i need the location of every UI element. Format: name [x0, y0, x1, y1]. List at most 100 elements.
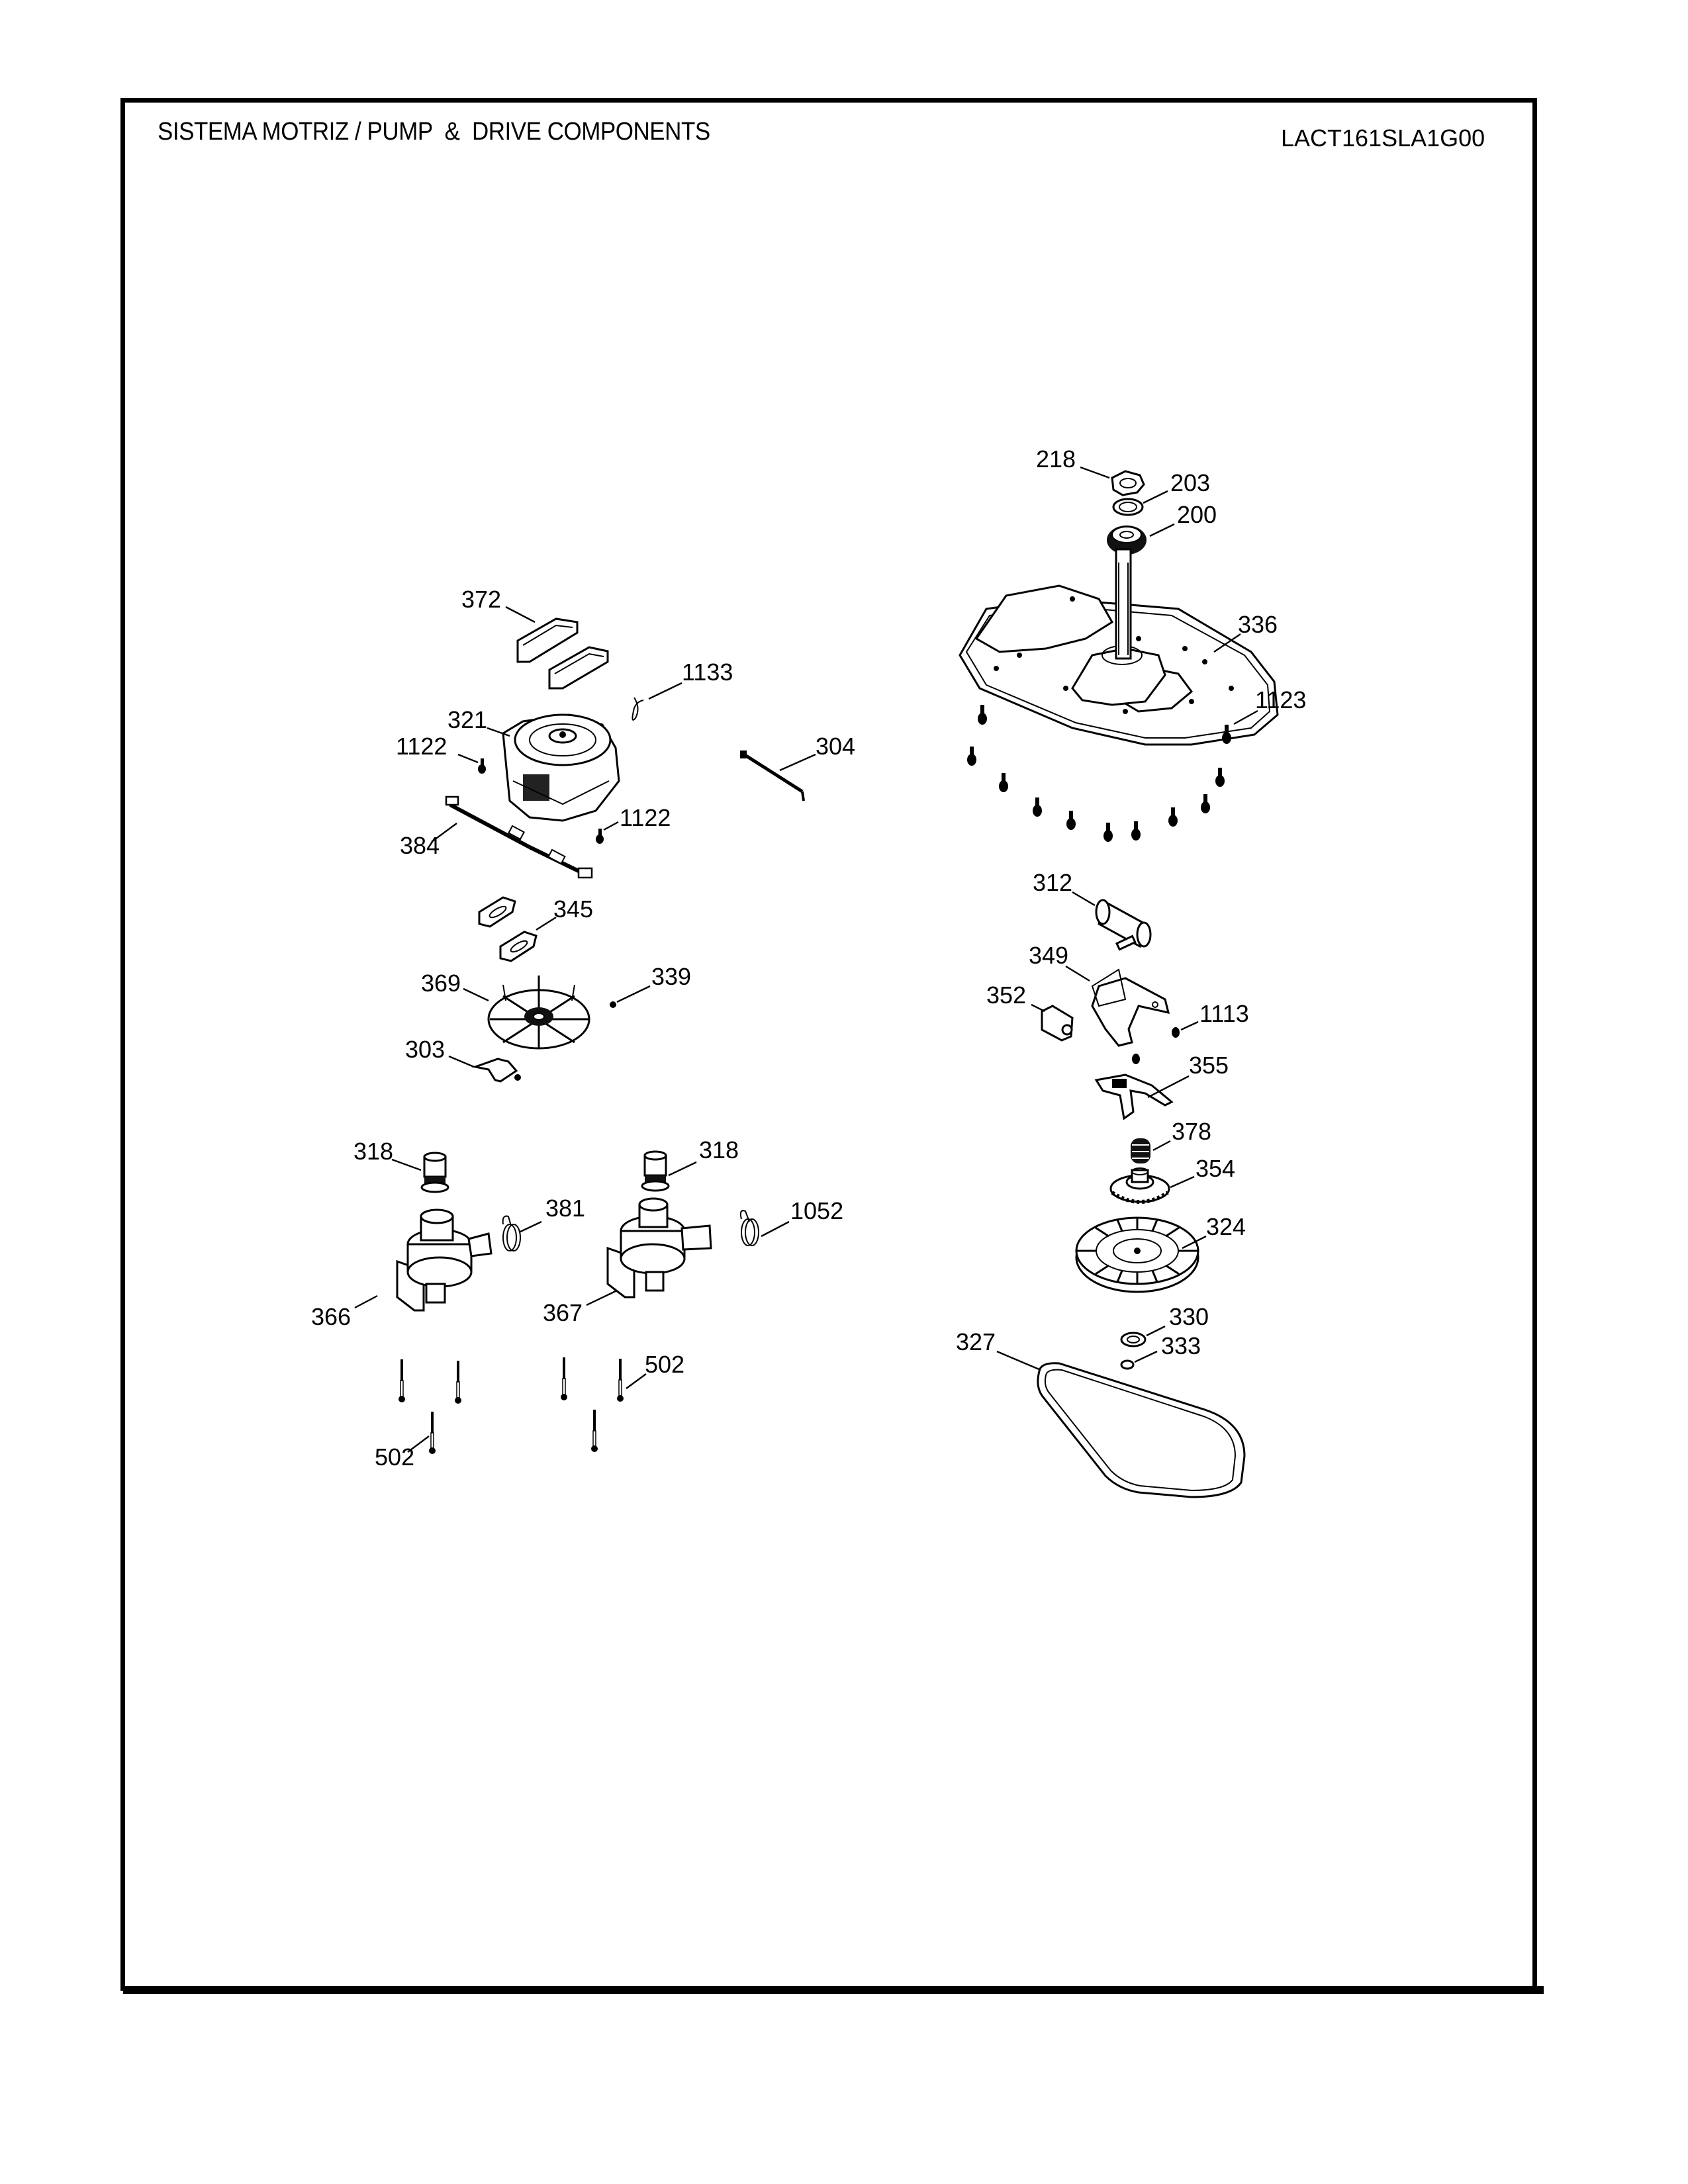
page-title: SISTEMA MOTRIZ / PUMP & DRIVE COMPONENTS	[158, 118, 710, 146]
hex-nut-icon[interactable]	[1111, 470, 1145, 496]
callout-1133[interactable]: 1133	[682, 659, 733, 686]
screw-icon[interactable]	[1132, 1027, 1180, 1064]
model-number: LACT161SLA1G00	[1281, 124, 1485, 152]
leader-303	[448, 1055, 475, 1068]
leader-1122a	[457, 753, 479, 764]
drain-pump-icon[interactable]	[396, 1208, 492, 1312]
callout-318-right[interactable]: 318	[699, 1136, 739, 1163]
leader-327	[996, 1350, 1041, 1371]
callout-354[interactable]: 354	[1196, 1155, 1235, 1182]
motor-mount-icon[interactable]	[516, 617, 609, 690]
callout-327[interactable]: 327	[956, 1328, 996, 1355]
leader-349	[1065, 965, 1090, 982]
callout-330[interactable]: 330	[1169, 1303, 1209, 1330]
bracket-icon[interactable]	[471, 1058, 521, 1083]
callout-1113[interactable]: 1113	[1199, 1000, 1249, 1027]
callout-352[interactable]: 352	[986, 981, 1026, 1009]
brake-lever-icon[interactable]	[1091, 968, 1170, 1047]
callout-321[interactable]: 321	[447, 706, 487, 733]
screw-icon[interactable]	[478, 758, 486, 774]
wire-harness-icon[interactable]	[445, 796, 593, 879]
callout-336[interactable]: 336	[1238, 611, 1278, 638]
callout-502-right[interactable]: 502	[645, 1351, 684, 1378]
callout-1052[interactable]: 1052	[790, 1197, 843, 1224]
screw-icon	[1033, 797, 1042, 817]
pump-filter-icon[interactable]	[641, 1150, 670, 1192]
leader-203	[1143, 490, 1168, 504]
callout-218[interactable]: 218	[1036, 445, 1076, 473]
pulley-icon[interactable]	[1075, 1216, 1199, 1293]
leader-502a	[626, 1373, 647, 1389]
drain-pump-icon[interactable]	[606, 1197, 712, 1298]
hose-clamp-icon[interactable]	[502, 1215, 521, 1251]
gearbox-base-icon[interactable]	[959, 548, 1279, 746]
washer-icon[interactable]	[1120, 1332, 1147, 1347]
screw-icon	[1066, 811, 1076, 830]
callout-372[interactable]: 372	[461, 586, 501, 613]
screw-icon[interactable]	[610, 1001, 616, 1008]
callout-304[interactable]: 304	[816, 733, 855, 760]
leader-345	[536, 916, 557, 931]
callout-369[interactable]: 369	[421, 970, 461, 997]
belt-icon[interactable]	[1037, 1362, 1246, 1498]
callout-367[interactable]: 367	[543, 1299, 583, 1326]
callout-378[interactable]: 378	[1172, 1118, 1211, 1145]
motor-icon[interactable]	[502, 713, 620, 822]
callout-381[interactable]: 381	[545, 1195, 585, 1222]
callout-384[interactable]: 384	[400, 832, 440, 859]
callout-324[interactable]: 324	[1206, 1213, 1246, 1240]
callout-1123[interactable]: 1123	[1255, 686, 1306, 713]
screw-icon	[455, 1361, 461, 1404]
clutch-fork-icon[interactable]	[1094, 1073, 1174, 1120]
callout-1122-lower[interactable]: 1122	[620, 804, 671, 831]
gear-icon[interactable]	[1109, 1167, 1170, 1204]
spring-icon[interactable]	[1131, 1138, 1150, 1163]
bearing-seal-icon[interactable]	[1107, 525, 1147, 555]
callout-312[interactable]: 312	[1033, 869, 1072, 896]
washer-icon[interactable]	[1112, 498, 1144, 516]
leader-381	[518, 1220, 542, 1234]
screw-icon[interactable]	[596, 829, 604, 844]
callout-339[interactable]: 339	[651, 963, 691, 990]
screw-icon	[967, 747, 976, 766]
mount-pad-icon[interactable]	[478, 896, 538, 962]
leader-304	[779, 753, 816, 772]
leader-369	[463, 987, 489, 1002]
callout-200[interactable]: 200	[1177, 501, 1217, 528]
screw-icon	[1131, 821, 1141, 841]
screw-icon	[617, 1359, 624, 1402]
pump-filter-icon[interactable]	[420, 1152, 449, 1193]
leader-502b	[407, 1435, 430, 1453]
leader-367	[586, 1289, 618, 1306]
screw-set-icon[interactable]	[967, 705, 1231, 842]
screw-icon	[1201, 794, 1210, 813]
screw-icon	[978, 705, 987, 725]
leader-1122b	[603, 821, 619, 831]
wire-clip-icon[interactable]	[632, 697, 644, 721]
leader-352	[1031, 1003, 1045, 1013]
leader-218	[1080, 466, 1110, 479]
capacitor-icon[interactable]	[1095, 899, 1152, 951]
leader-318b	[668, 1161, 697, 1177]
callout-502-left[interactable]: 502	[375, 1443, 414, 1471]
callout-366[interactable]: 366	[311, 1303, 351, 1330]
callout-203[interactable]: 203	[1170, 469, 1210, 496]
callout-355[interactable]: 355	[1189, 1052, 1229, 1079]
callout-318-left[interactable]: 318	[353, 1138, 393, 1165]
screw-icon	[399, 1359, 405, 1402]
o-ring-icon[interactable]	[1120, 1359, 1135, 1370]
fan-icon[interactable]	[487, 976, 590, 1050]
callout-1122-upper[interactable]: 1122	[396, 733, 447, 760]
screw-icon	[1168, 807, 1178, 827]
callout-303[interactable]: 303	[405, 1036, 445, 1063]
actuator-icon[interactable]	[1041, 1005, 1074, 1042]
rod-icon[interactable]	[740, 751, 805, 801]
screw-set-icon[interactable]	[399, 1357, 624, 1454]
screw-icon	[1103, 823, 1113, 842]
callout-349[interactable]: 349	[1029, 942, 1068, 969]
hose-clamp-icon[interactable]	[739, 1210, 759, 1246]
leader-1133	[648, 682, 682, 700]
callout-333[interactable]: 333	[1161, 1332, 1201, 1359]
callout-345[interactable]: 345	[553, 895, 593, 923]
